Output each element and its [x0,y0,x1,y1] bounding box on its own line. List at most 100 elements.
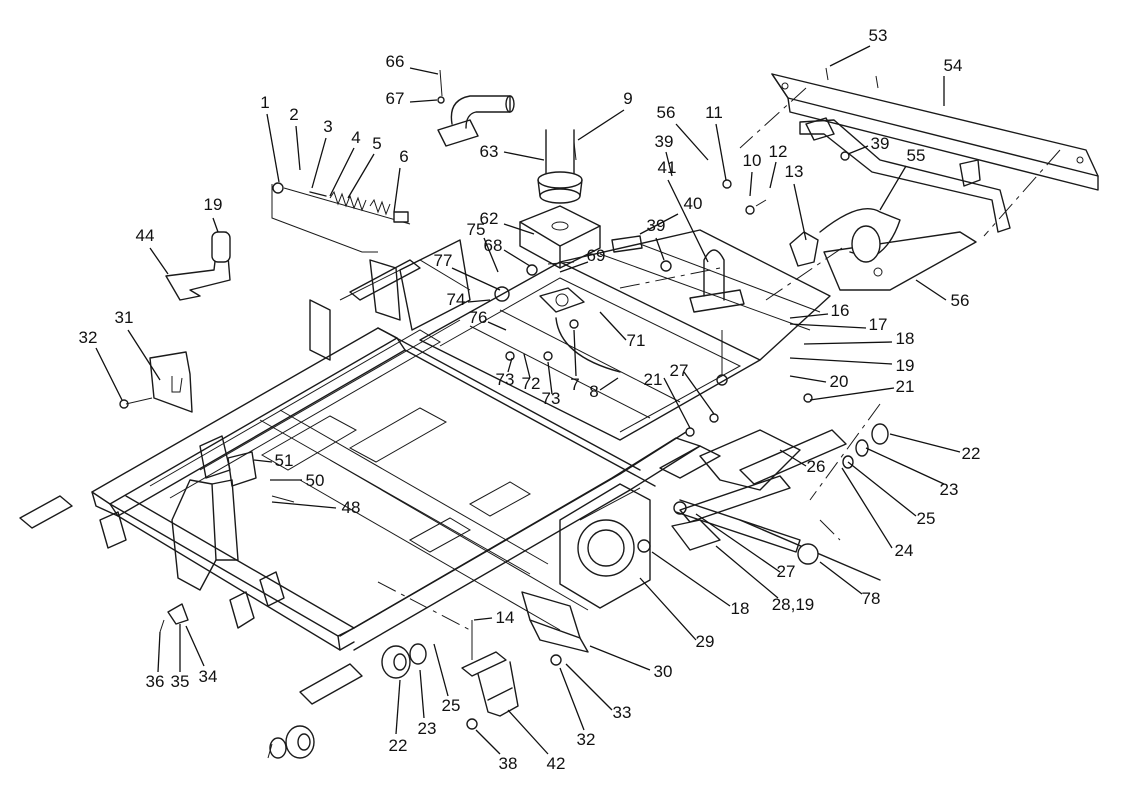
leader-line [789,357,893,365]
leader-line [95,347,123,401]
leader-line [915,279,947,301]
callout-label: 8 [589,382,598,401]
leader-line [565,663,613,711]
callout-label: 2 [289,105,298,124]
leader-line [803,341,893,345]
leader-line [395,679,401,735]
callout-label: 25 [442,696,461,715]
leader-lines [95,45,961,755]
callout-label: 39 [655,132,674,151]
callout-label: 31 [115,308,134,327]
callout-label: 32 [577,730,596,749]
callout-label: 18 [896,329,915,348]
leader-line [451,267,501,291]
leader-line [749,171,753,197]
callout-label: 9 [623,89,632,108]
leader-line [789,375,827,383]
callout-label: 73 [542,389,561,408]
leader-line [651,551,731,607]
leader-line [409,67,439,75]
spring-assembly [271,182,411,253]
callout-label: 17 [869,315,888,334]
lower-parts [119,67,889,759]
callout-label: 13 [785,162,804,181]
callout-label: 44 [136,226,155,245]
leader-line [212,217,219,233]
leader-line [483,237,499,273]
leader-line [311,137,327,189]
leader-line [769,161,777,189]
callout-label: 63 [480,142,499,161]
callout-label: 23 [940,480,959,499]
callout-label: 35 [171,672,190,691]
callout-label: 18 [731,599,750,618]
leader-line [467,299,491,303]
callout-label: 6 [399,147,408,166]
leader-line [715,123,727,181]
leader-line [503,223,535,235]
leader-line [559,667,585,731]
callout-label: 71 [627,331,646,350]
leader-line [715,545,779,599]
rear-bumper-assembly [771,73,1099,291]
callout-label: 11 [705,103,723,122]
leader-line [819,561,863,595]
callout-label: 21 [896,377,915,396]
callout-label: 73 [496,370,515,389]
callout-label: 22 [962,444,981,463]
callout-label: 75 [467,220,486,239]
callout-label: 77 [434,251,453,270]
callout-label: 39 [871,134,890,153]
leader-line [789,313,829,319]
callout-label: 69 [587,246,606,265]
callout-label: 27 [670,361,689,380]
leader-line [487,321,507,331]
leader-line [295,125,301,171]
leader-line [847,145,869,155]
leader-line [779,449,807,467]
leader-line [149,247,169,275]
callout-label: 27 [777,562,796,581]
callout-label: 22 [389,736,408,755]
callout-label: 78 [862,589,881,608]
callout-label: 30 [654,662,673,681]
leader-line [523,353,531,379]
leader-line [663,377,691,429]
callout-label: 34 [199,667,218,686]
leader-line [266,113,280,183]
leader-line [577,109,625,141]
leader-line [655,237,665,261]
leader-line [793,183,807,241]
callout-label: 67 [386,89,405,108]
callout-label: 41 [658,158,677,177]
leader-line [841,467,893,549]
leader-line [329,147,355,197]
callout-labels: 1 2 3 4 5 6 9 66 67 63 56 11 53 54 39 10… [79,26,981,773]
leader-line [889,433,961,453]
leader-line [639,577,697,641]
callout-label: 19 [204,195,223,214]
callout-label: 76 [469,308,488,327]
leader-line [865,447,945,485]
callout-label: 53 [869,26,888,45]
leader-line [639,213,679,235]
callout-label: 32 [79,328,98,347]
callout-label: 74 [447,290,466,309]
callout-label: 50 [306,471,325,490]
leader-line [683,371,715,415]
callout-label: 5 [372,134,381,153]
leader-line [665,151,673,177]
leader-line [559,261,589,273]
leader-line [157,631,161,673]
callout-label: 51 [275,451,294,470]
callout-label: 29 [696,632,715,651]
leader-line [409,99,438,103]
callout-label: 54 [944,56,963,75]
callout-label: 56 [951,291,970,310]
callout-label: 25 [917,509,936,528]
leader-line [695,513,781,573]
alignment-lines [377,87,1061,631]
callout-label: 23 [418,719,437,738]
